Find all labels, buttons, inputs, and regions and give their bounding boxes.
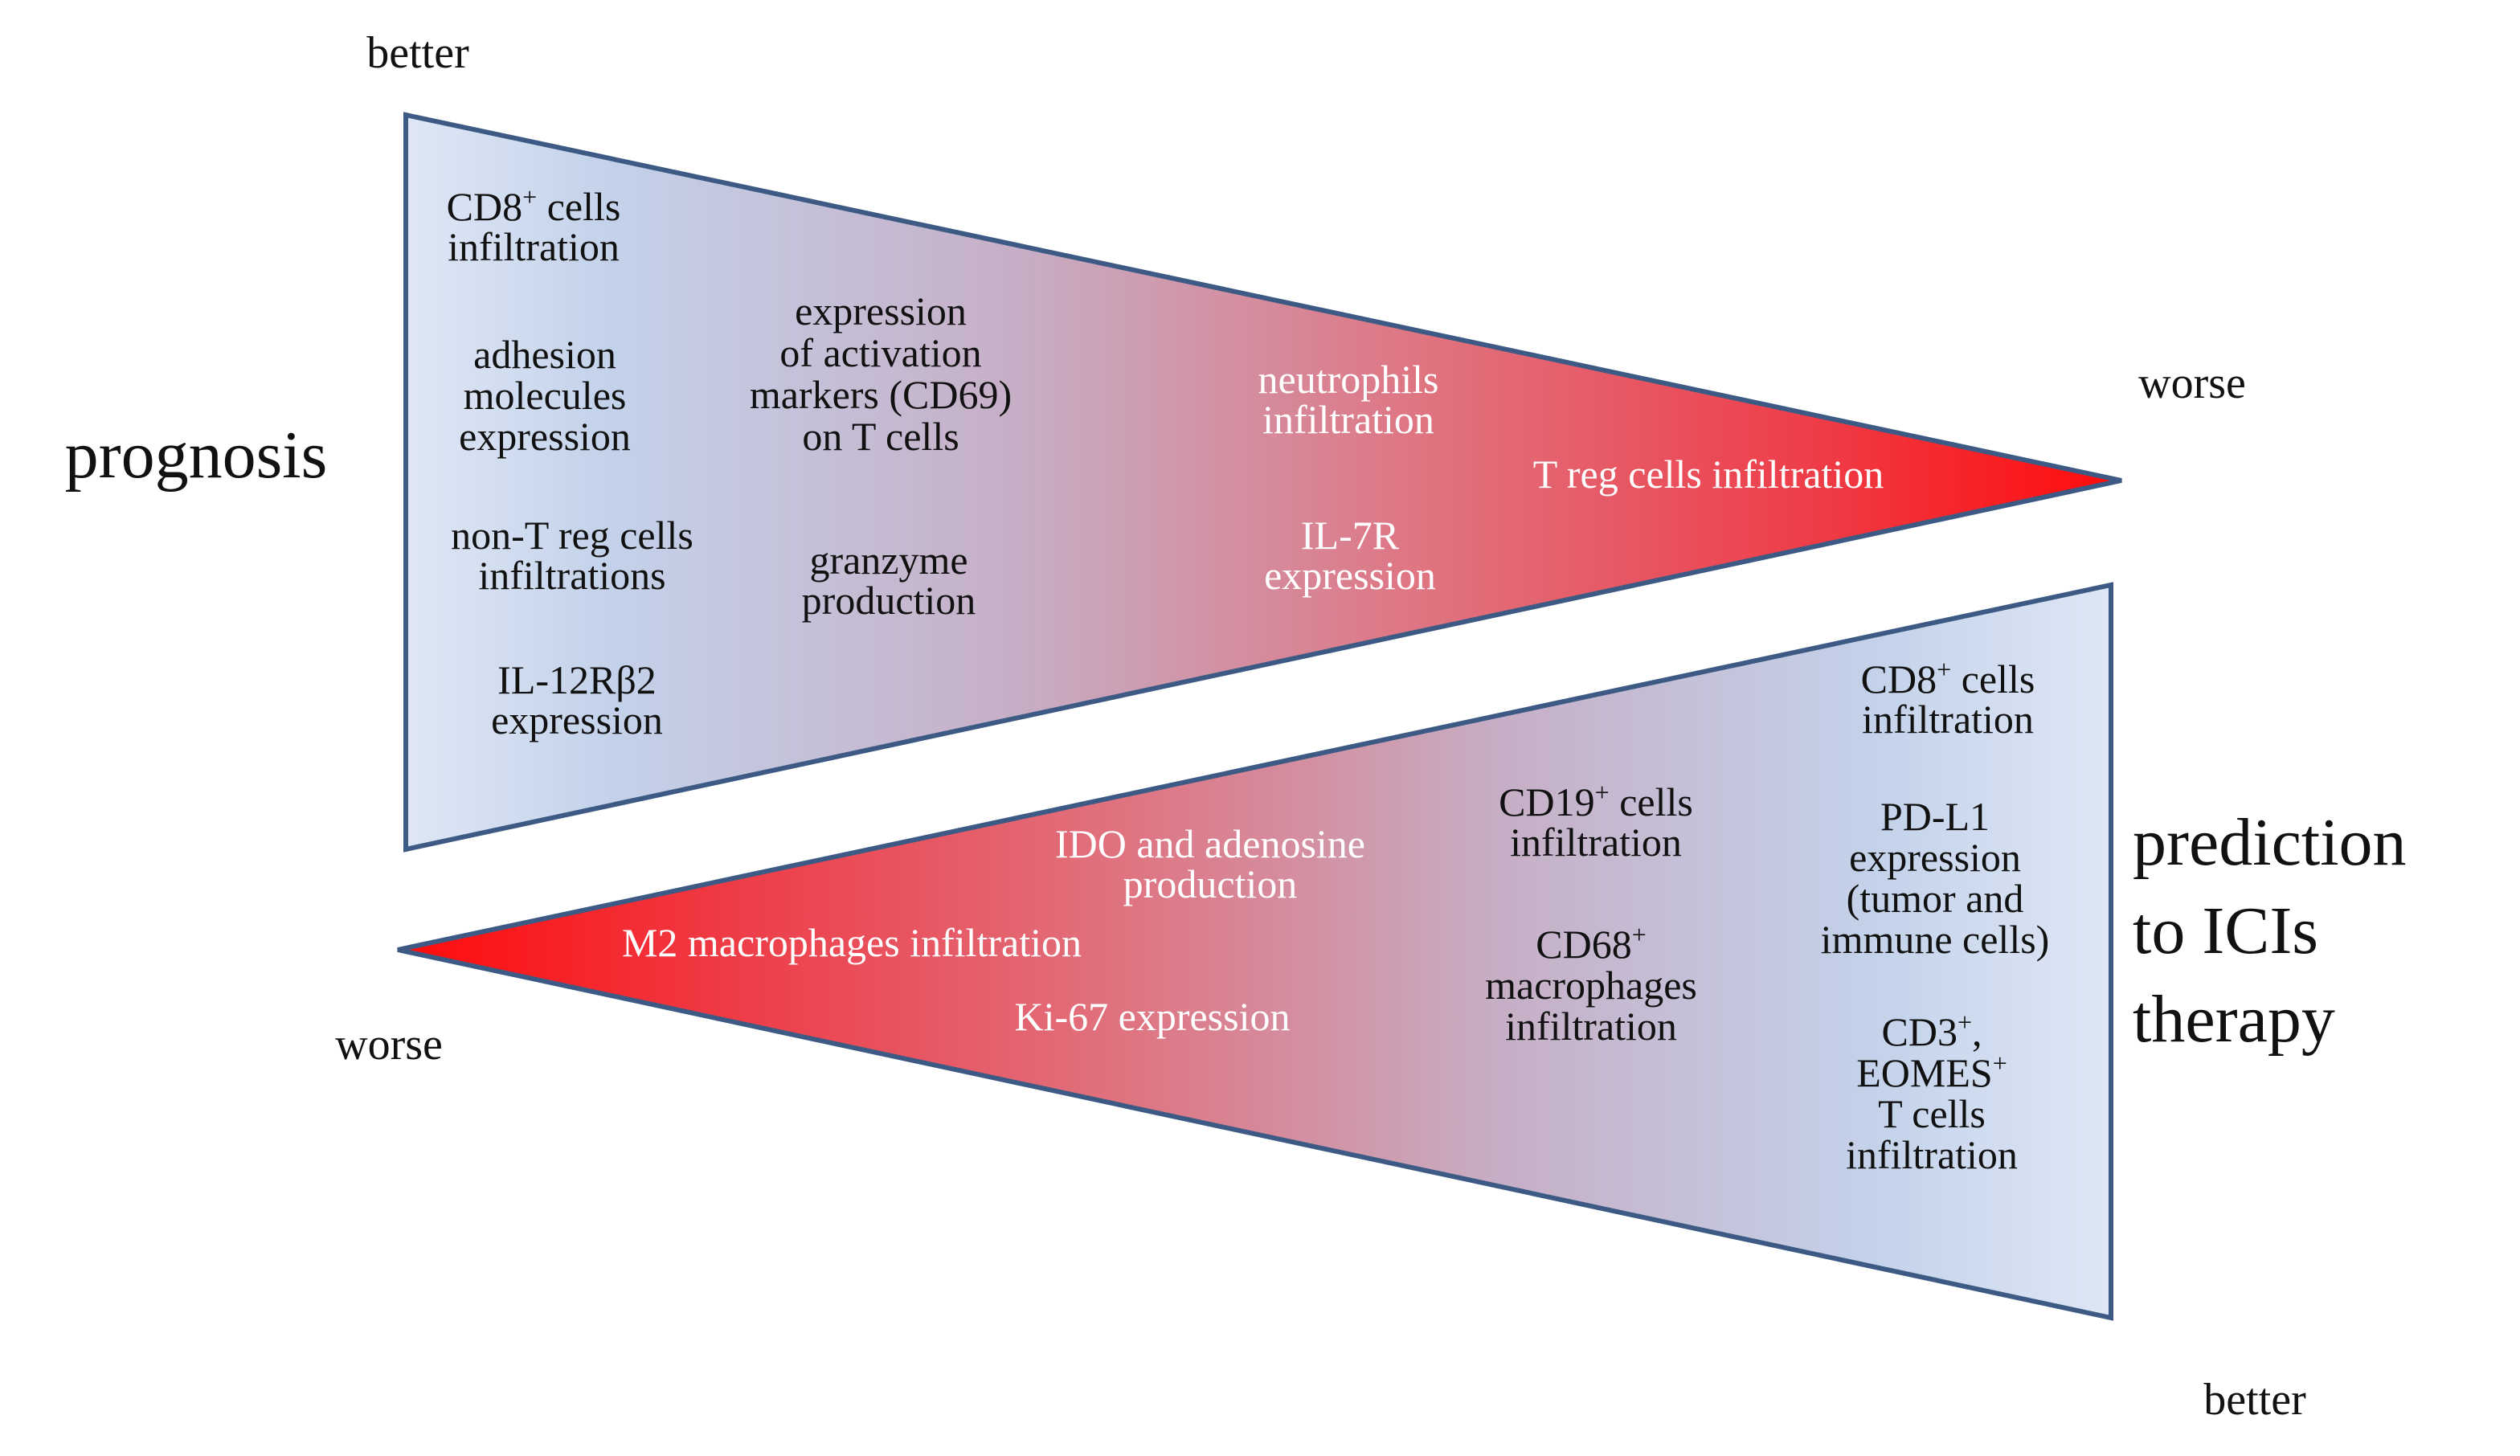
prognosis-item-adhesion-line: adhesion: [473, 332, 616, 377]
prognosis-better-label: better: [366, 28, 469, 78]
prediction-title-line: therapy: [2133, 982, 2335, 1057]
prediction-item-cd3-line: CD3+,: [1881, 1008, 1982, 1054]
prognosis-item-il7r-line: expression: [1264, 553, 1436, 598]
prediction-item-m2: M2 macrophages infiltration: [622, 920, 1082, 965]
prognosis-title: prognosis: [65, 418, 328, 493]
prognosis-item-activation-line: expression: [795, 288, 967, 333]
prognosis-item-activation-line: markers (CD69): [750, 372, 1012, 417]
prediction-title-line: to ICIs: [2133, 894, 2318, 968]
prediction-item-pdl1-line: (tumor and: [1847, 876, 2024, 921]
prognosis-item-il12-line: expression: [491, 697, 663, 742]
prognosis-item-non-treg-line: infiltrations: [478, 553, 665, 598]
prediction-title-line: prediction: [2133, 805, 2407, 880]
prognosis-item-il12-line: IL-12Rβ2: [497, 657, 657, 702]
prediction-item-cd3-line: infiltration: [1846, 1132, 2018, 1177]
prediction-item-cd3-line: EOMES+: [1856, 1049, 2007, 1095]
prognosis-item-cd8-line: infiltration: [448, 224, 620, 269]
prognosis-item-neutrophils-line: neutrophils: [1258, 357, 1439, 402]
prediction-item-cd3-line: T cells: [1878, 1091, 1986, 1136]
prediction-item-pdl1-line: PD-L1: [1880, 794, 1990, 839]
prediction-better-label: better: [2203, 1375, 2306, 1425]
prognosis-worse-label: worse: [2138, 358, 2246, 408]
prediction-item-cd68-line: infiltration: [1505, 1004, 1677, 1049]
prognosis-item-activation-line: of activation: [779, 330, 981, 375]
prognosis-item-treg-line: T reg cells infiltration: [1533, 452, 1884, 497]
prediction-title-text: prediction to ICIs therapy: [2133, 805, 2407, 1057]
prediction-item-cd19-line: CD19+ cells: [1499, 778, 1693, 824]
prediction-item-ido-line: production: [1123, 861, 1298, 906]
prediction-item-m2-line: M2 macrophages infiltration: [622, 920, 1082, 965]
prognosis-item-neutrophils-line: infiltration: [1262, 397, 1434, 442]
prediction-item-cd68-line: CD68+: [1536, 920, 1647, 967]
prediction-item-cd19-line: infiltration: [1510, 820, 1682, 865]
prognosis-item-cd8-line: CD8+ cells: [447, 182, 621, 229]
prognosis-item-activation-line: on T cells: [802, 414, 959, 459]
prognosis-item-non-treg-line: non-T reg cells: [451, 513, 693, 558]
prediction-worse-label: worse: [335, 1020, 443, 1070]
prediction-item-ki67-line: Ki-67 expression: [1015, 994, 1291, 1039]
prognosis-item-adhesion-line: expression: [459, 414, 631, 459]
prediction-item-ki67: Ki-67 expression: [1015, 994, 1291, 1039]
prognosis-item-granzyme-line: production: [802, 578, 976, 623]
prediction-title: prediction to ICIs therapy: [2133, 805, 2407, 1057]
prognosis-item-granzyme-line: granzyme: [809, 538, 968, 583]
prediction-item-cd68-line: macrophages: [1485, 963, 1697, 1008]
prediction-item-ido-line: IDO and adenosine: [1055, 821, 1365, 866]
prediction-triangle: [397, 582, 2113, 1321]
prognosis-item-il7r-line: IL-7R: [1301, 513, 1400, 558]
prediction-item-cd8b-line: CD8+ cells: [1861, 655, 2035, 701]
prediction-item-pdl1-line: expression: [1849, 835, 2021, 880]
prognosis-item-treg: T reg cells infiltration: [1533, 452, 1884, 497]
prediction-items: M2 macrophages infiltration IDO and adeno…: [622, 655, 2049, 1177]
prognosis-item-adhesion-line: molecules: [464, 373, 627, 418]
prediction-item-cd8b-line: infiltration: [1862, 697, 2034, 742]
prediction-item-pdl1-line: immune cells): [1821, 917, 2050, 962]
prognosis-triangle: [403, 112, 2122, 853]
